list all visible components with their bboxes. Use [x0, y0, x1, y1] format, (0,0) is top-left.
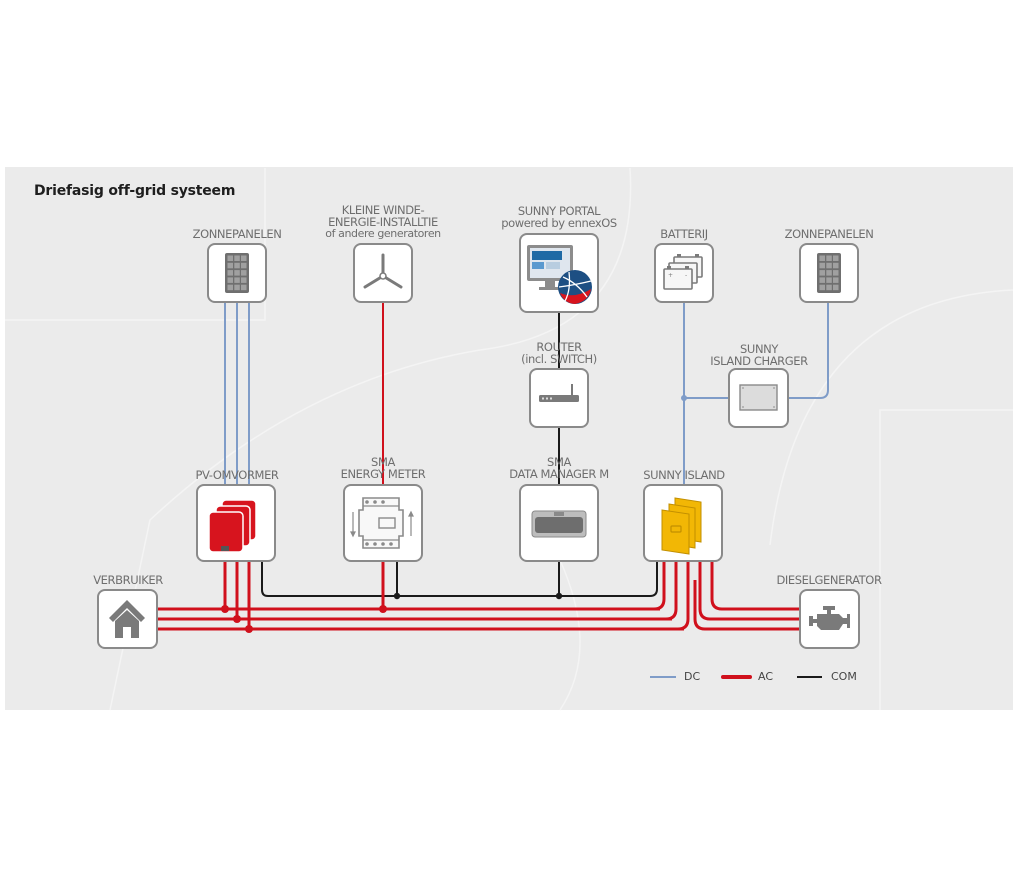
- ac-diesel-phase-2: [698, 562, 802, 621]
- diesel-generator-node[interactable]: [799, 589, 860, 649]
- pv-panels-1-node[interactable]: [207, 243, 267, 303]
- diagram-title: Driefasig off-grid systeem: [34, 183, 236, 199]
- wind-turbine-icon: [363, 253, 403, 289]
- ac-junction-inverter-2: [233, 615, 241, 623]
- consumer-node[interactable]: [97, 589, 158, 649]
- charger-icon: [739, 384, 778, 411]
- com-wires: [261, 312, 658, 600]
- ac-wires: [157, 302, 802, 633]
- ac-junction-inverter-3: [245, 625, 253, 633]
- router-node[interactable]: [529, 368, 589, 428]
- com-bus: [261, 560, 658, 597]
- wind-node[interactable]: [353, 243, 413, 303]
- label-charger: SUNNY ISLAND CHARGER: [710, 342, 808, 368]
- battery-node[interactable]: + -: [654, 243, 714, 303]
- legend-com-label: COM: [831, 670, 857, 683]
- ac-island-phase-1: [653, 562, 666, 611]
- label-energy-meter: SMA ENERGY METER: [340, 455, 426, 481]
- label-sunny-island: SUNNY ISLAND: [643, 468, 725, 482]
- solar-panel-icon: [225, 253, 249, 293]
- solar-panel-icon: [817, 253, 841, 293]
- data-manager-icon: [531, 510, 587, 538]
- battery-inverter-icon: [661, 497, 702, 555]
- monitor-globe-icon: [527, 245, 592, 304]
- router-icon: [539, 384, 579, 402]
- dc-wire-pv2-charger: [788, 302, 829, 399]
- label-pv-inverter: PV-OMVORMER: [195, 468, 279, 482]
- label-pv-panels-2: ZONNEPANELEN: [784, 227, 874, 241]
- energy-meter-node[interactable]: [343, 484, 423, 562]
- label-portal: SUNNY PORTAL powered by ennexOS: [501, 204, 617, 230]
- pv-inverter-node[interactable]: [196, 484, 276, 562]
- dc-junction: [681, 395, 687, 401]
- sunny-island-node[interactable]: [643, 484, 723, 562]
- background-decoration: [5, 167, 1014, 711]
- energy-meter-icon: [350, 497, 414, 549]
- label-data-manager: SMA DATA MANAGER M: [509, 455, 609, 481]
- svg-text:-: -: [685, 272, 687, 279]
- ac-island-phase-2: [665, 562, 678, 621]
- legend-ac-label: AC: [758, 670, 774, 683]
- battery-icon: + -: [663, 254, 703, 290]
- label-diesel: DIESELGENERATOR: [776, 573, 882, 587]
- legend-dc-label: DC: [684, 670, 701, 683]
- com-junction-meter: [393, 592, 401, 600]
- label-router: ROUTER (incl. SWITCH): [521, 340, 597, 366]
- house-icon: [109, 600, 145, 638]
- label-pv-panels-1: ZONNEPANELEN: [192, 227, 282, 241]
- dc-wires: [224, 302, 829, 486]
- label-battery: BATTERIJ: [660, 227, 708, 241]
- ac-island-phase-3: [677, 562, 690, 631]
- label-wind: KLEINE WINDE- ENERGIE-INSTALLTIE of ande…: [325, 203, 441, 240]
- com-junction-datamanager: [555, 592, 563, 600]
- svg-text:+: +: [668, 272, 673, 279]
- engine-icon: [809, 606, 850, 630]
- ac-diesel-phase-3b: [693, 580, 802, 631]
- label-consumer: VERBRUIKER: [93, 573, 163, 587]
- ac-diesel-phase-1: [710, 562, 802, 611]
- pv-panels-2-node[interactable]: [799, 243, 859, 303]
- sunny-portal-node[interactable]: [519, 233, 599, 313]
- ac-junction-inverter-1: [221, 605, 229, 613]
- inverter-icon: [208, 499, 257, 553]
- ac-junction-meter: [379, 605, 387, 613]
- island-charger-node[interactable]: [728, 368, 789, 428]
- data-manager-node[interactable]: [519, 484, 599, 562]
